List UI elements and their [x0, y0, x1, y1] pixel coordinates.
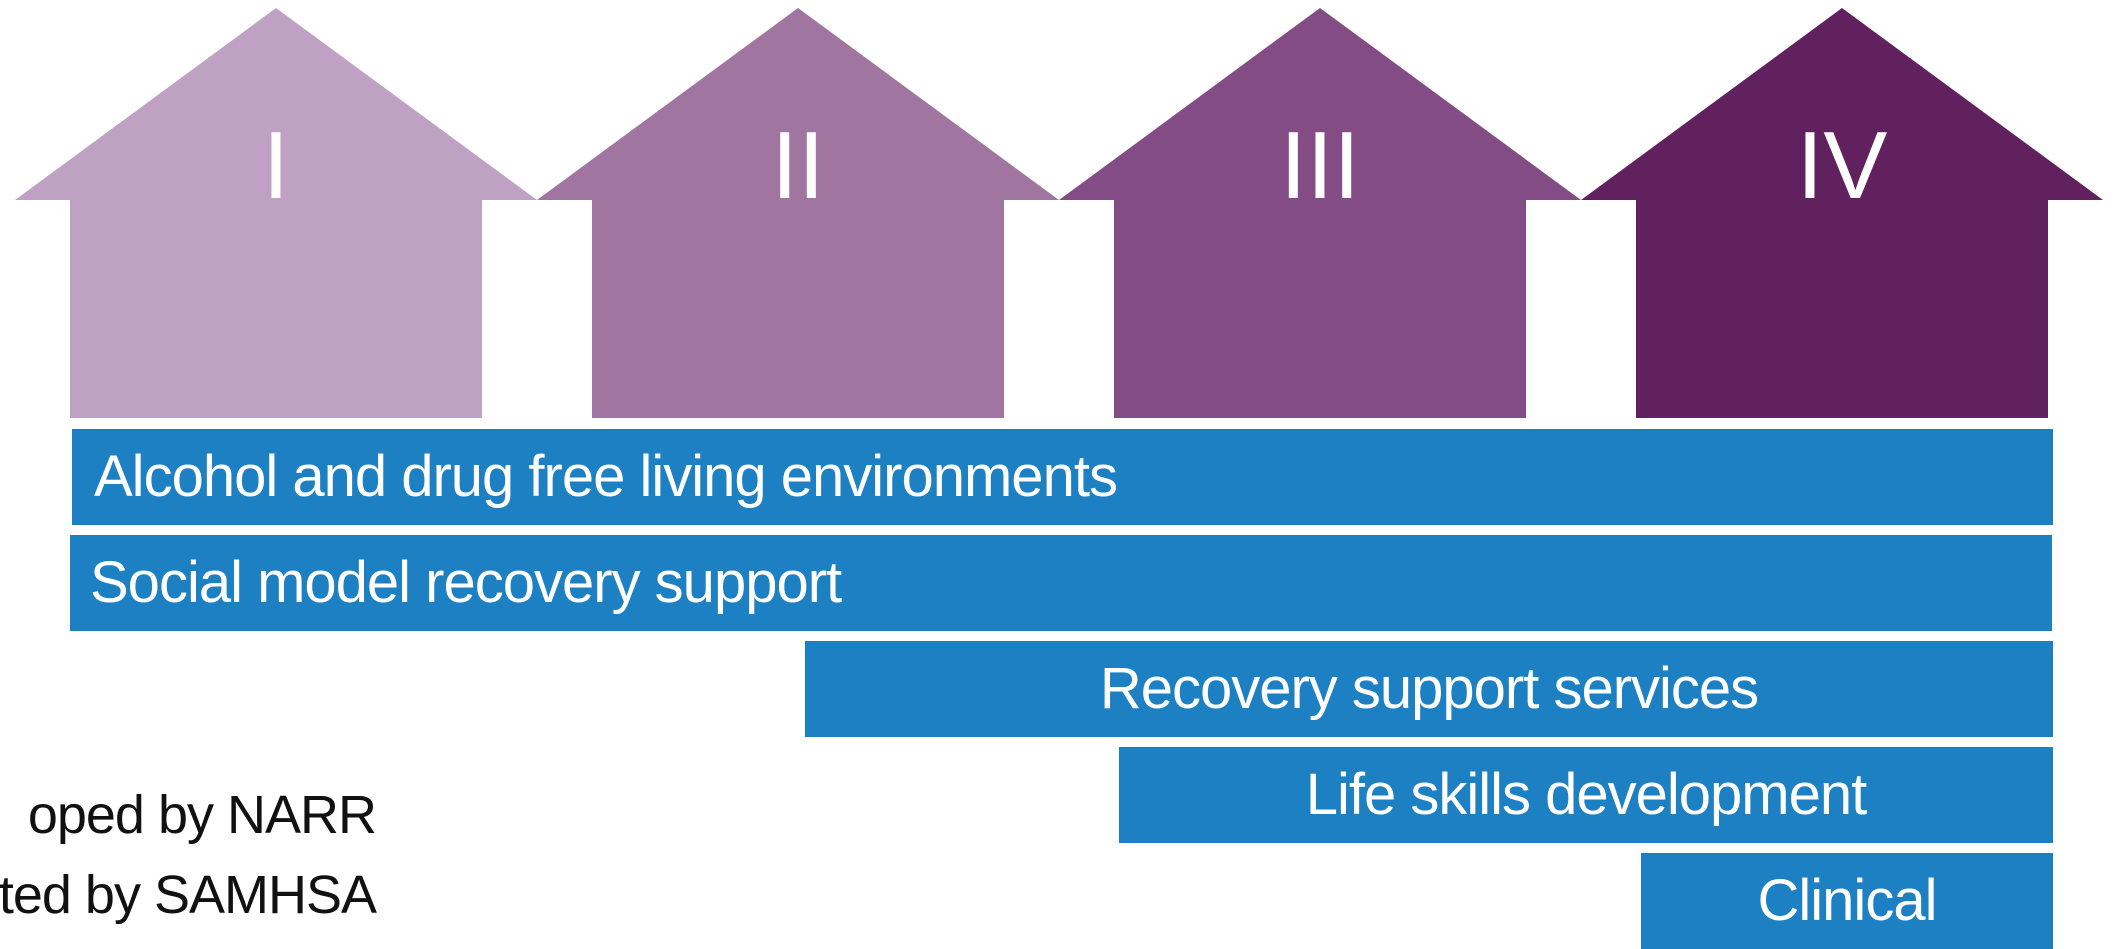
level-bar-social-model: Social model recovery support: [70, 535, 2052, 631]
level-bar-recovery-support-services: Recovery support services: [805, 641, 2053, 737]
house-level-label: II: [771, 112, 824, 219]
house-body: [1636, 199, 2048, 418]
credit-developed-by-text: oped by NARR: [27, 785, 377, 845]
level-bar-living-environments: Alcohol and drug free living environment…: [72, 429, 2053, 525]
house-level-label: IV: [1797, 112, 1888, 219]
house-level-label: III: [1280, 112, 1360, 219]
credit-developed-by: oped by NARR: [0, 780, 380, 850]
house-roof: [1059, 8, 1581, 200]
level-bar-clinical: Clinical: [1641, 853, 2053, 949]
house-body: [592, 199, 1004, 418]
credit-adapted-by-text: ted by SAMHSA: [0, 865, 377, 925]
house-level-3: III: [1059, 8, 1581, 418]
house-roof: [15, 8, 537, 200]
credit-adapted-by: ted by SAMHSA: [0, 860, 380, 930]
house-level-2: II: [537, 8, 1059, 418]
house-level-1: I: [15, 8, 537, 418]
house-body: [70, 199, 482, 418]
level-bar-life-skills: Life skills development: [1119, 747, 2053, 843]
house-level-4: IV: [1581, 8, 2103, 418]
house-level-label: I: [263, 112, 290, 219]
house-roof: [537, 8, 1059, 200]
house-body: [1114, 199, 1526, 418]
house-roof: [1581, 8, 2103, 200]
